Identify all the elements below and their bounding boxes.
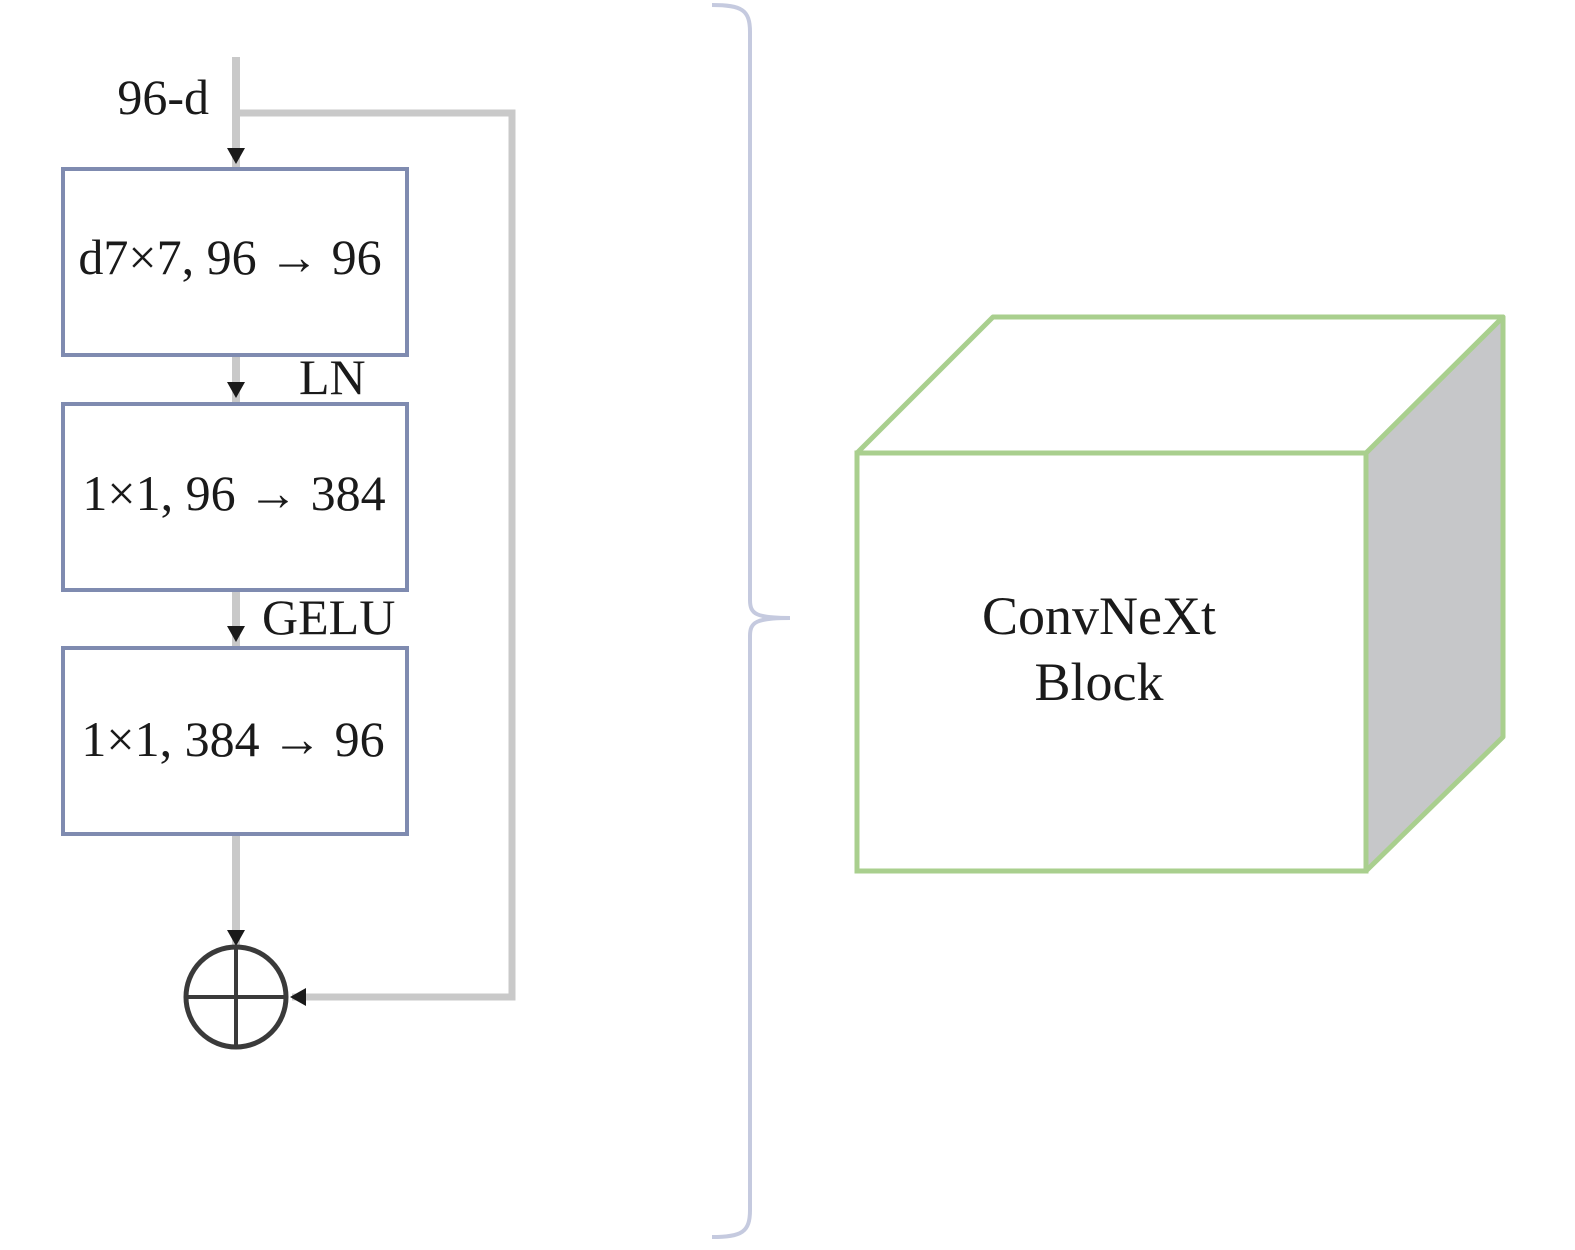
- block-1: [61, 167, 409, 357]
- cube-front-face: [854, 450, 1369, 874]
- convnext-cube: ConvNeXt Block: [854, 314, 1506, 874]
- arrowhead-into-block-2: [227, 382, 245, 398]
- residual-skip-line: [236, 109, 516, 1001]
- sum-node: [183, 944, 289, 1050]
- cube-label-line2: Block: [1035, 652, 1164, 712]
- block-2-label: 1×1, 96 → 384: [82, 465, 385, 521]
- cube-label-line1: ConvNeXt: [982, 586, 1216, 646]
- input-dimension-label: 96-d: [117, 69, 209, 125]
- arrowhead-into-block-1: [227, 148, 245, 164]
- gelu-label: GELU: [262, 589, 395, 645]
- right-brace: [711, 3, 791, 1239]
- arrowhead-into-sum: [227, 930, 245, 946]
- arrowhead-skip-into-sum: [290, 988, 306, 1006]
- ln-label: LN: [299, 349, 366, 405]
- block-3-label: 1×1, 384 → 96: [81, 711, 384, 767]
- block-3: [61, 646, 409, 836]
- block-2: [61, 402, 409, 592]
- arrowhead-into-block-3: [227, 626, 245, 642]
- block-1-label: d7×7, 96 → 96: [78, 229, 381, 285]
